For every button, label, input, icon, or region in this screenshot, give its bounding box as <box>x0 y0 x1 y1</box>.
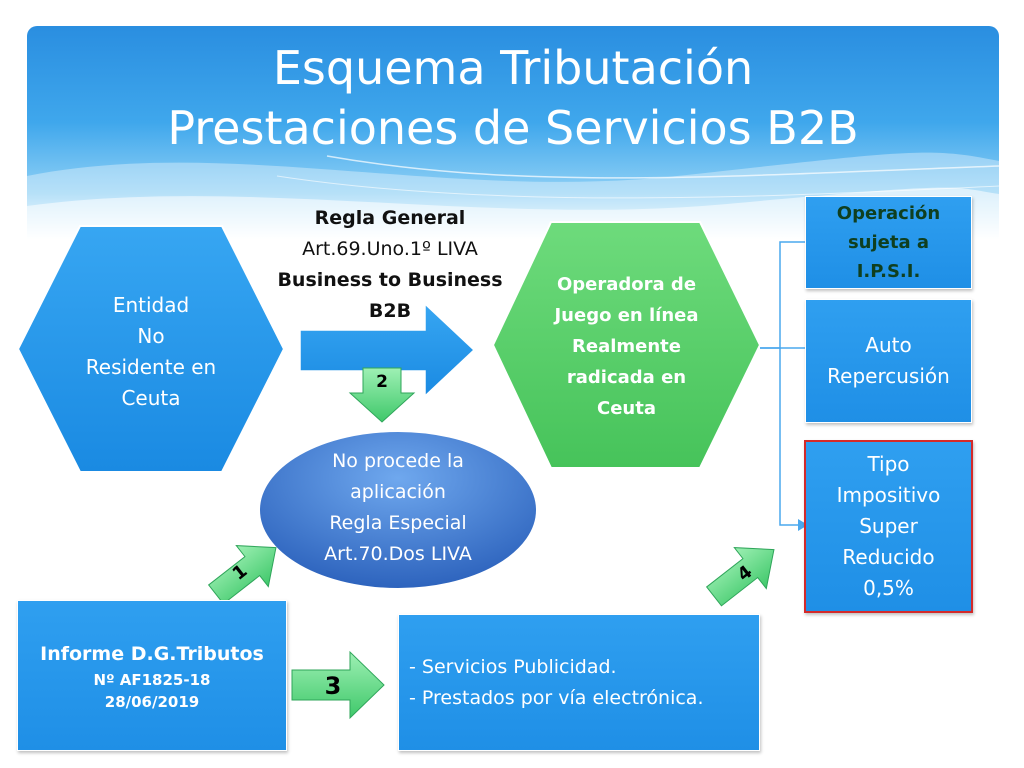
entidad-line-3: Residente en <box>85 355 217 379</box>
step-2-number: 2 <box>376 372 388 392</box>
auto-line-1: Auto <box>865 333 912 357</box>
no-procede-ellipse <box>258 430 538 590</box>
regla-general-line-1: Regla General <box>314 207 466 229</box>
no-procede-label: No procede la aplicación Regla Especial … <box>280 446 516 570</box>
tipo-line-5: 0,5% <box>863 576 914 600</box>
entidad-line-4: Ceuta <box>121 386 181 410</box>
banner-waves <box>27 152 999 240</box>
operadora-line-5: Ceuta <box>597 398 656 419</box>
operadora-hexagon <box>491 221 762 469</box>
page-title: Esquema Tributación Prestaciones de Serv… <box>27 38 999 158</box>
step-2-arrow <box>348 367 416 423</box>
informe-line-1: Informe D.G.Tributos <box>40 642 264 665</box>
operadora-label: Operadora de Juego en línea Realmente ra… <box>520 269 733 424</box>
no-procede-line-3: Regla Especial <box>329 512 467 534</box>
regla-general-line-3: Business to Business <box>277 269 503 291</box>
step-1-arrow <box>207 545 277 605</box>
regla-general-line-4: B2B <box>368 300 412 322</box>
operadora-line-2: Juego en línea <box>554 305 699 326</box>
operadora-line-3: Realmente <box>572 336 681 357</box>
servicios-line-1: - Servicios Publicidad. <box>409 655 617 678</box>
operacion-box: Operación sujeta a I.P.S.I. <box>805 196 972 289</box>
operacion-line-2: sujeta a <box>847 232 930 253</box>
operadora-line-1: Operadora de <box>556 274 697 295</box>
operacion-line-1: Operación <box>836 203 941 224</box>
step-4-arrow <box>705 547 775 607</box>
informe-line-3: 28/06/2019 <box>104 692 200 711</box>
step-3-number: 3 <box>324 672 342 700</box>
title-line-2: Prestaciones de Servicios B2B <box>167 101 859 155</box>
entidad-line-1: Entidad <box>112 293 190 317</box>
step-3-arrow <box>291 650 385 720</box>
informe-line-2: Nº AF1825-18 <box>93 670 211 689</box>
entidad-hexagon <box>16 225 286 473</box>
operadora-line-4: radicada en <box>566 367 687 388</box>
tipo-line-3: Super <box>859 514 918 538</box>
auto-line-2: Repercusión <box>827 364 950 388</box>
tipo-line-2: Impositivo <box>836 483 941 507</box>
regla-general-label: Regla General Art.69.Uno.1º LIVA Busines… <box>270 203 510 327</box>
entidad-label: Entidad No Residente en Ceuta <box>60 290 242 414</box>
regla-general-line-2: Art.69.Uno.1º LIVA <box>302 238 478 260</box>
tipo-line-1: Tipo <box>867 452 910 476</box>
servicios-box: - Servicios Publicidad. - Prestados por … <box>398 614 760 751</box>
title-line-1: Esquema Tributación <box>272 41 754 95</box>
informe-box: Informe D.G.Tributos Nº AF1825-18 28/06/… <box>17 600 287 751</box>
operacion-line-3: I.P.S.I. <box>856 261 921 282</box>
no-procede-line-2: aplicación <box>350 481 446 503</box>
no-procede-line-4: Art.70.Dos LIVA <box>324 543 472 565</box>
title-banner <box>27 26 999 240</box>
regla-general-arrow <box>299 302 476 398</box>
no-procede-line-1: No procede la <box>332 450 464 472</box>
tipo-impositivo-box: Tipo Impositivo Super Reducido 0,5% <box>804 440 973 613</box>
auto-repercusion-box: Auto Repercusión <box>805 299 972 423</box>
servicios-line-2: - Prestados por vía electrónica. <box>409 686 704 709</box>
entidad-line-2: No <box>137 324 165 348</box>
tipo-line-4: Reducido <box>842 545 935 569</box>
